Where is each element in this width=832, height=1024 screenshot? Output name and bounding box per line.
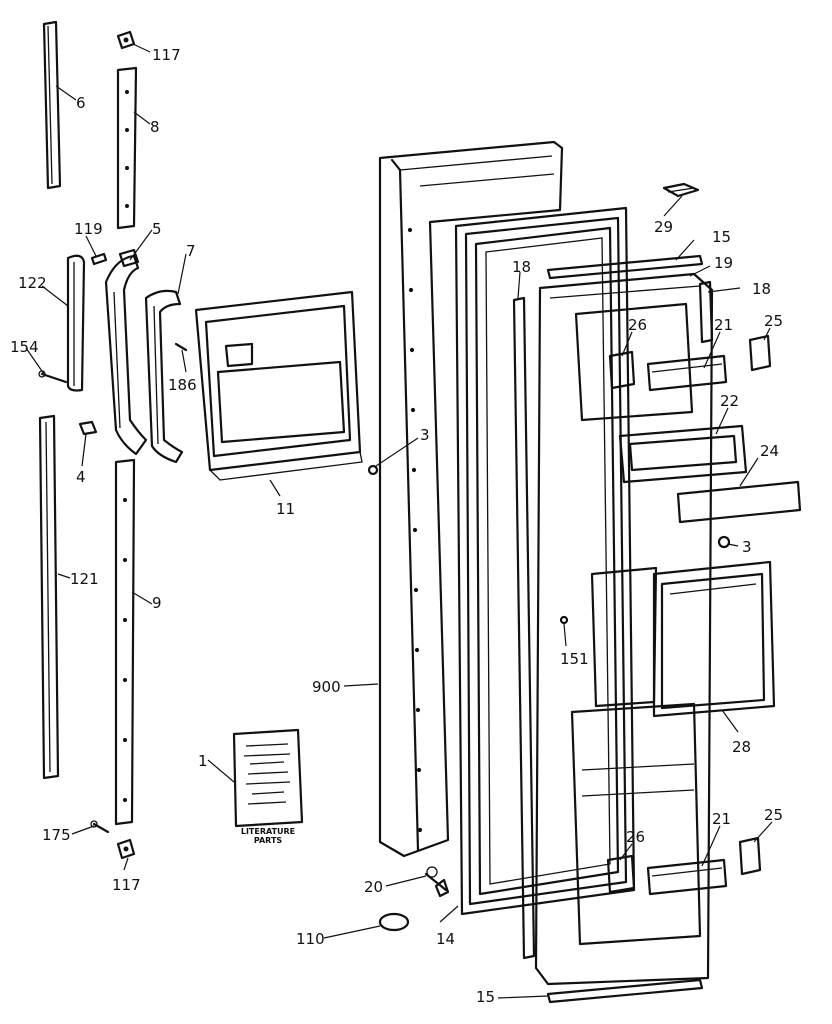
part-175-screw: [90, 820, 110, 834]
label-3-upper: 3: [420, 426, 430, 444]
part-110-button: [378, 912, 410, 932]
label-15-top: 15: [712, 228, 731, 246]
part-11-dispenser-panel: [194, 290, 363, 481]
label-7: 7: [186, 242, 196, 260]
label-6: 6: [76, 94, 86, 112]
label-28: 28: [732, 738, 751, 756]
part-4-clip: [78, 420, 98, 436]
part-5-handle: [104, 248, 148, 456]
label-154: 154: [10, 338, 39, 356]
literature-label-line1: LITERATURE: [241, 827, 295, 836]
label-26-top: 26: [628, 316, 647, 334]
label-21-bottom: 21: [712, 810, 731, 828]
part-28-dispenser-cover: [652, 560, 776, 718]
part-15-top-rail: [546, 254, 704, 280]
label-151: 151: [560, 650, 589, 668]
label-9: 9: [152, 594, 162, 612]
part-21-bottom-rail: [646, 858, 728, 896]
part-3-lower-button: [717, 535, 731, 549]
label-117-top: 117: [152, 46, 181, 64]
part-121-long-trim: [38, 414, 60, 780]
part-25-bottom-clip: [738, 836, 762, 876]
literature-label-line2: PARTS: [254, 836, 283, 845]
label-900: 900: [312, 678, 341, 696]
label-25-bottom: 25: [764, 806, 783, 824]
part-7-handle-trim: [144, 289, 184, 464]
label-18-left: 18: [512, 258, 531, 276]
label-4: 4: [76, 468, 86, 486]
part-8-channel: [116, 66, 138, 230]
label-24: 24: [760, 442, 779, 460]
part-18-right-strip: [698, 280, 714, 344]
part-1-literature-booklet: LITERATURE PARTS: [232, 728, 304, 845]
part-18-left-strip: [512, 296, 536, 960]
part-117-top-bracket: [116, 30, 136, 50]
label-25-top: 25: [764, 312, 783, 330]
label-119: 119: [74, 220, 103, 238]
label-122: 122: [18, 274, 47, 292]
label-5: 5: [152, 220, 162, 238]
label-8: 8: [150, 118, 160, 136]
part-25-top-clip: [748, 334, 772, 372]
label-175: 175: [42, 826, 71, 844]
part-21-top-rail: [646, 354, 728, 392]
label-3-lower: 3: [742, 538, 752, 556]
part-3-upper-button: [367, 464, 379, 476]
label-186: 186: [168, 376, 197, 394]
label-121: 121: [70, 570, 99, 588]
part-14-gasket: [454, 206, 636, 916]
part-15-bottom-rail: [546, 978, 704, 1004]
label-1: 1: [198, 752, 208, 770]
part-9-channel: [114, 458, 136, 826]
part-186-screw: [174, 342, 188, 352]
callout-labels: 117 6 8 119 5 7 122 154 186 4 11 3 121 9…: [10, 46, 783, 1006]
label-110: 110: [296, 930, 325, 948]
label-21-top: 21: [714, 316, 733, 334]
part-117-bottom-bracket: [116, 838, 136, 860]
part-119-clip: [90, 252, 108, 266]
label-22: 22: [720, 392, 739, 410]
label-14: 14: [436, 930, 455, 948]
part-6-trim: [42, 20, 62, 190]
part-900-door-shell: [378, 140, 564, 858]
label-11: 11: [276, 500, 295, 518]
part-26-bottom-bracket: [606, 854, 636, 894]
label-29: 29: [654, 218, 673, 236]
leader-lines: [25, 43, 773, 999]
label-117-bottom: 117: [112, 876, 141, 894]
part-29-decor: [662, 182, 700, 198]
label-26-bottom: 26: [626, 828, 645, 846]
label-19: 19: [714, 254, 733, 272]
part-24-shelf-front: [676, 480, 802, 524]
part-26-top-bracket: [608, 350, 636, 390]
label-20: 20: [364, 878, 383, 896]
label-15-bottom: 15: [476, 988, 495, 1006]
part-22-shelf: [618, 424, 748, 484]
label-18-right: 18: [752, 280, 771, 298]
part-122-handle-cover: [66, 254, 86, 392]
part-20-hinge-pin: [424, 866, 450, 898]
part-151-screw: [559, 615, 569, 625]
